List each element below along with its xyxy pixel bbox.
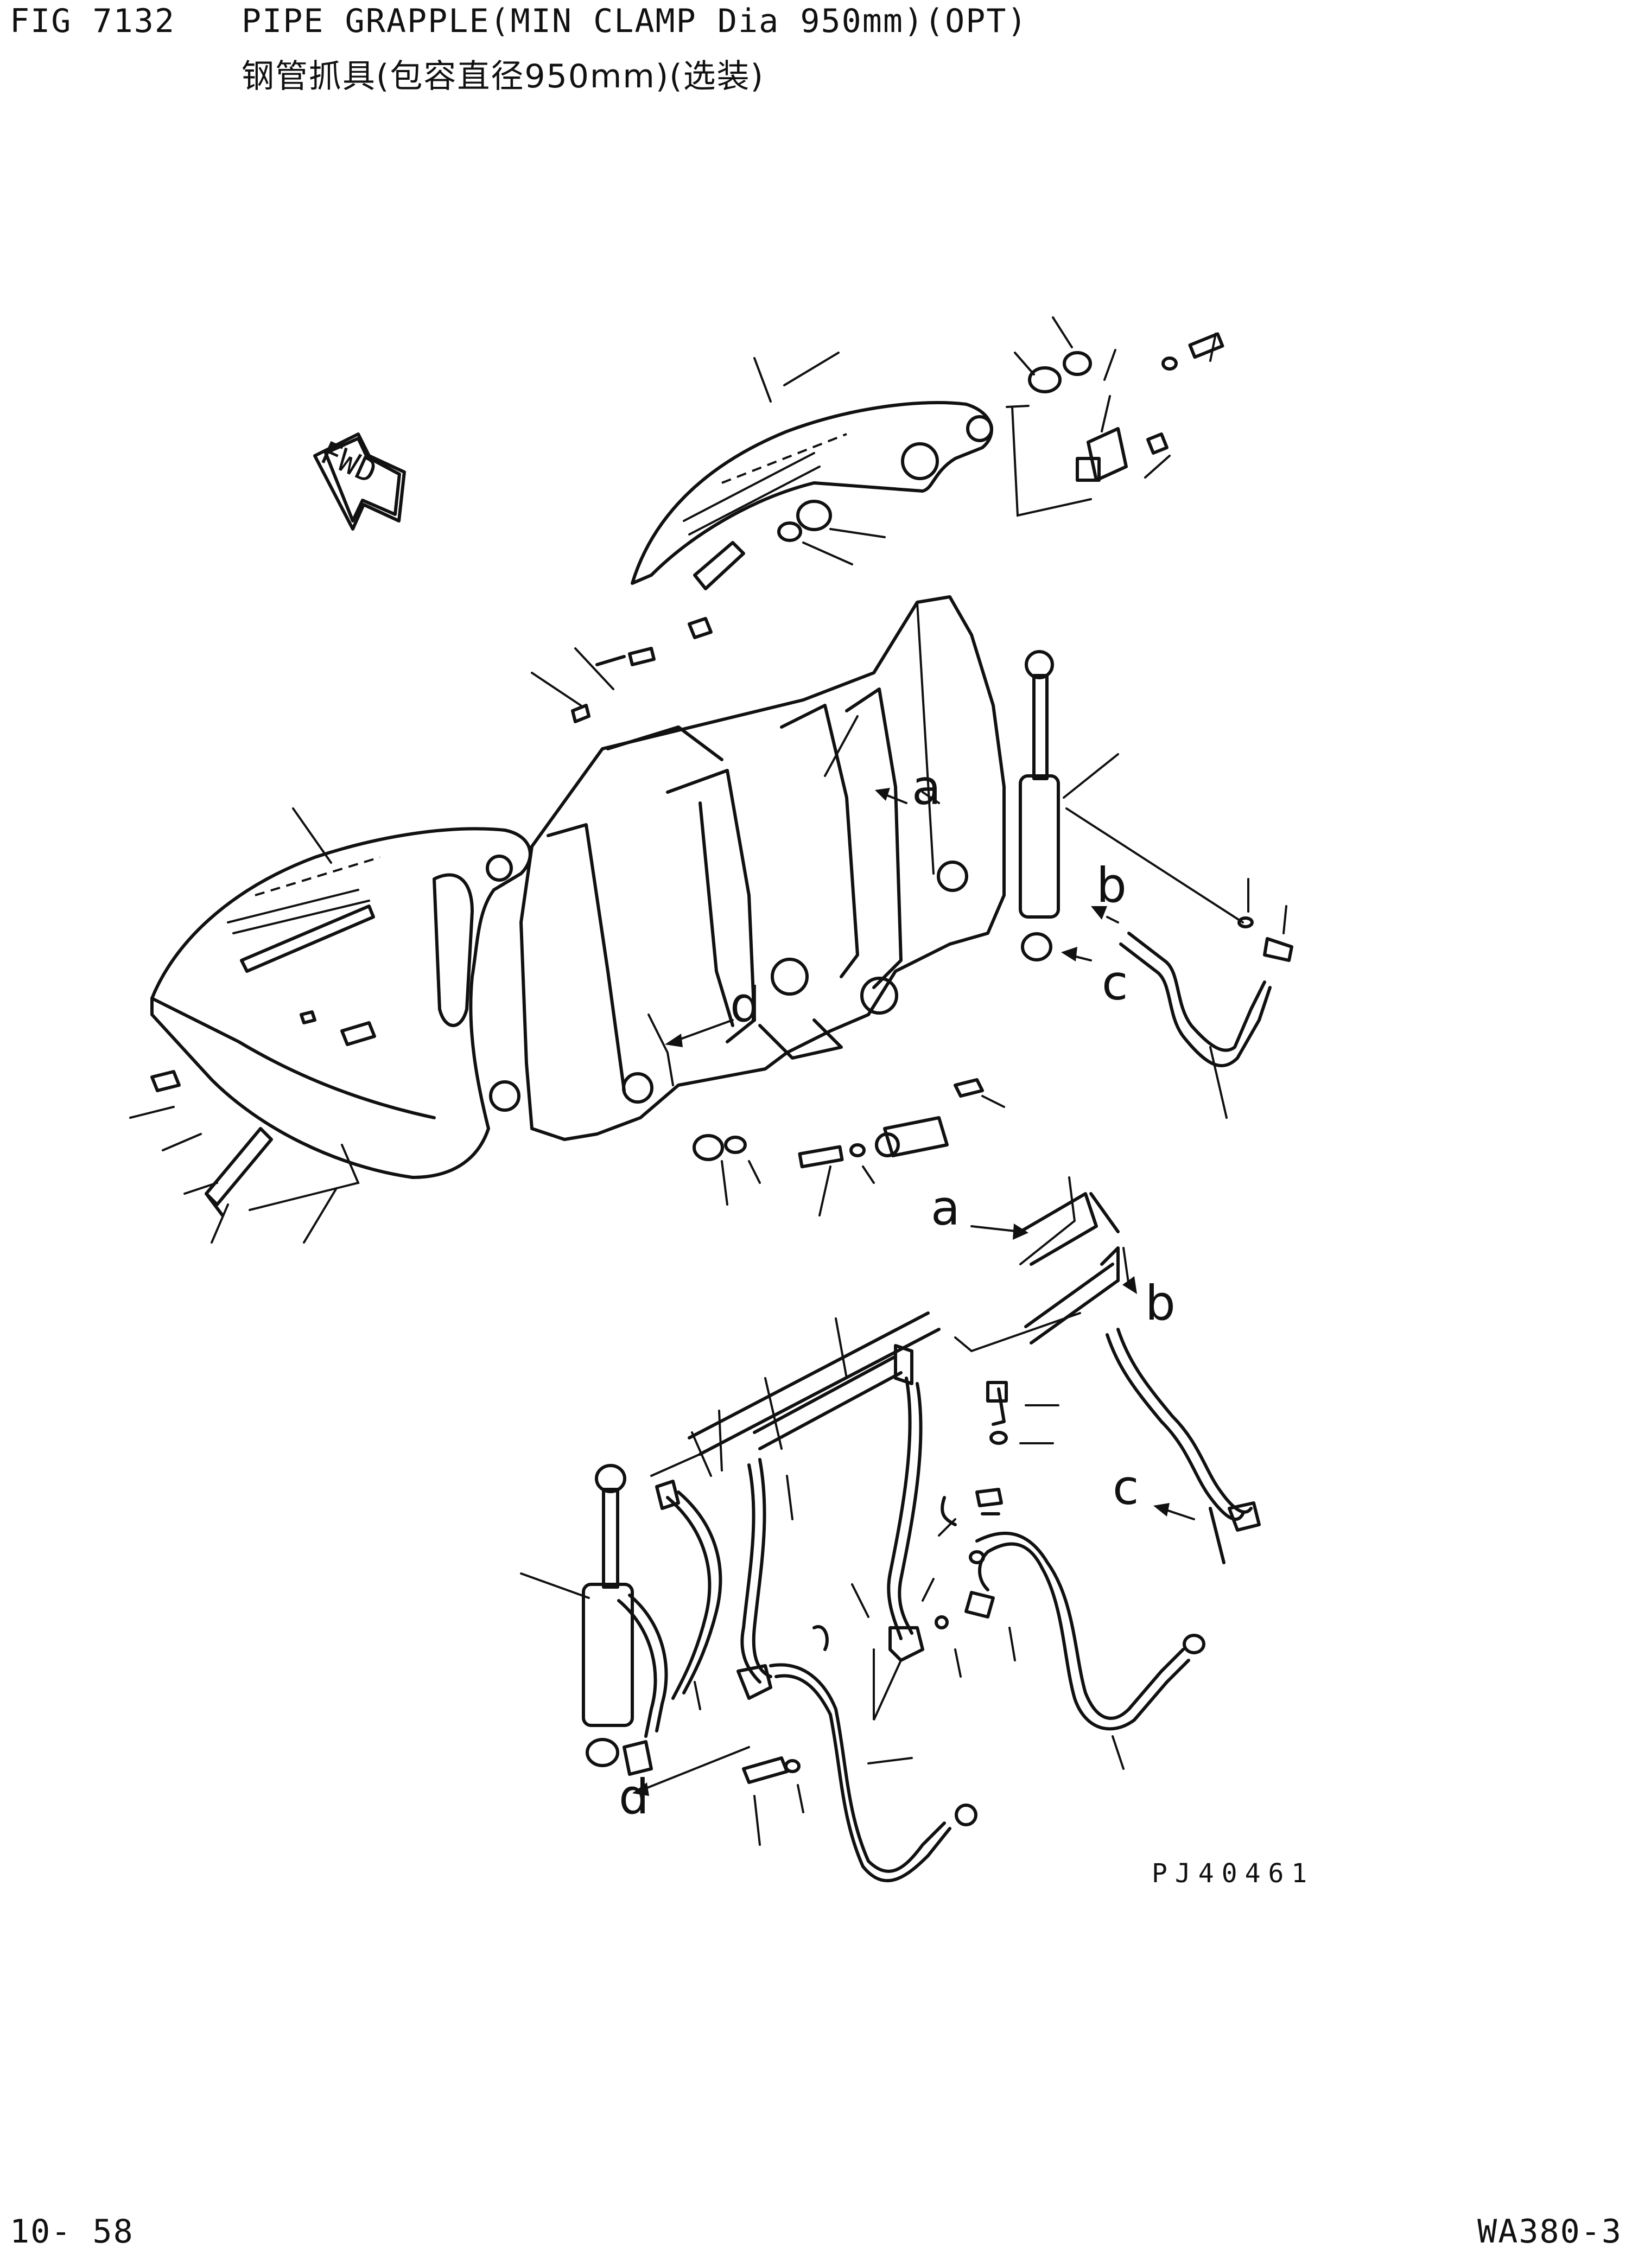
pin-and-bolt-group — [647, 1014, 1005, 1216]
machine-model: WA380-3 — [1477, 2213, 1622, 2251]
page-number: 10- 58 — [10, 2213, 134, 2251]
hose-assembly-upper — [1119, 932, 1272, 1119]
grapple-main-frame — [519, 595, 1006, 1141]
hydraulic-cylinder-upper — [1019, 650, 1293, 962]
callout-arrows — [632, 788, 1195, 1796]
lower-grapple-arm — [150, 807, 532, 1179]
callout-c-lower: c — [1113, 1460, 1139, 1515]
upper-grapple-arm — [631, 352, 993, 585]
figure-number: FIG 7132 — [10, 2, 175, 40]
callout-b-lower: b — [1145, 1275, 1176, 1331]
figure-title-chinese: 钢管抓具(包容直径950mm)(选装) — [242, 58, 765, 95]
hydraulic-cylinder-lower — [520, 1317, 1125, 1846]
callout-d-upper: d — [730, 977, 760, 1033]
callout-a-upper: a — [912, 760, 941, 816]
callout-d-lower: d — [619, 1769, 649, 1825]
mid-hardware-group — [129, 541, 745, 1244]
hydraulic-piping-assembly — [688, 1176, 1261, 1883]
fwd-arrow-icon — [313, 432, 406, 531]
drawing-reference-code: PJ40461 — [1152, 1858, 1315, 1889]
callout-b-upper: b — [1096, 857, 1127, 913]
callout-a-lower: a — [931, 1180, 960, 1236]
callout-c-upper: c — [1102, 955, 1128, 1011]
top-hardware-group — [777, 316, 1224, 565]
figure-title-english: PIPE GRAPPLE(MIN CLAMP Dia 950mm)(OPT) — [242, 2, 1028, 40]
